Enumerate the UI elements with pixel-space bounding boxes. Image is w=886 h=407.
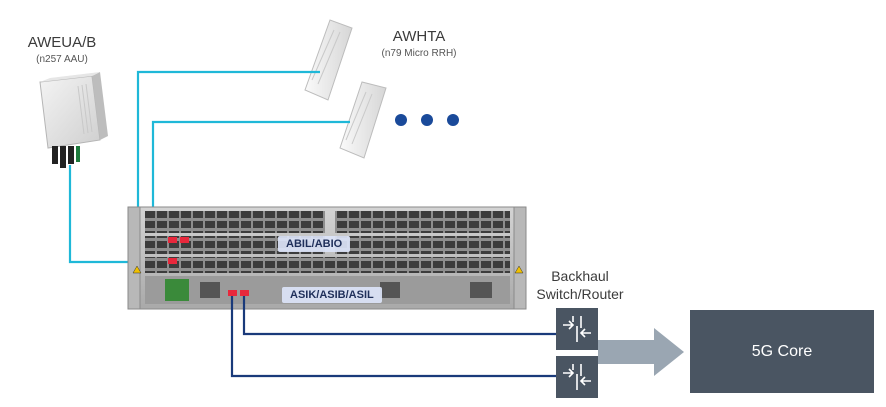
5g-core-label: 5G Core bbox=[751, 342, 813, 360]
ellipsis-dot bbox=[421, 114, 433, 126]
router-icon bbox=[556, 356, 598, 398]
fronthaul-port bbox=[168, 237, 177, 243]
ellipsis-dot bbox=[447, 114, 459, 126]
micro-rrh-icon bbox=[304, 19, 353, 101]
backhaul-port bbox=[228, 290, 237, 296]
fronthaul-port bbox=[168, 258, 177, 264]
fronthaul-port bbox=[180, 237, 189, 243]
ellipsis-dot bbox=[395, 114, 407, 126]
backhaul-label-line2: Switch/Router bbox=[536, 286, 624, 302]
aau-radio-icon bbox=[39, 72, 108, 168]
abil-card-label: ABIL/ABIO bbox=[278, 236, 351, 252]
awhta-title: AWHTA bbox=[392, 28, 446, 45]
asik-card-label: ASIK/ASIB/ASIL bbox=[282, 287, 382, 303]
backhaul-label-line1: Backhaul bbox=[551, 268, 609, 284]
core-arrow bbox=[598, 328, 684, 376]
aweua-title: AWEUA/B bbox=[27, 34, 97, 51]
aweua-subtitle: (n257 AAU) bbox=[36, 54, 88, 65]
backhaul-cable bbox=[230, 296, 556, 378]
micro-rrh-icon bbox=[339, 81, 387, 159]
awhta-subtitle: (n79 Micro RRH) bbox=[381, 48, 457, 59]
backhaul-cable bbox=[242, 296, 556, 336]
5g-core-box: 5G Core bbox=[690, 310, 874, 393]
router-icon bbox=[556, 308, 598, 350]
backhaul-port bbox=[240, 290, 249, 296]
